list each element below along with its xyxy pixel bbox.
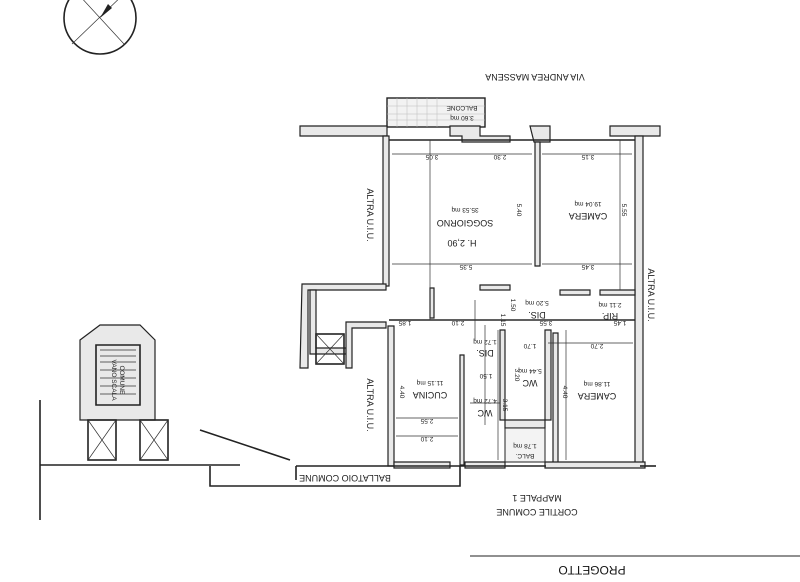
dimension-lines (392, 140, 633, 460)
svg-text:1.72 mq: 1.72 mq (473, 338, 497, 345)
balcone (386, 97, 486, 128)
svg-text:4.72 mq: 4.72 mq (473, 397, 497, 404)
dim: 1.85 (398, 319, 411, 326)
other-unit-label-left: ALTRA U.I.U. (365, 188, 375, 241)
svg-text:BALCONE: BALCONE (446, 104, 478, 111)
dim: 5.35 (459, 263, 472, 270)
dim: 4.40 (398, 386, 405, 399)
svg-text:1.78 mq: 1.78 mq (513, 442, 537, 449)
svg-text:H. 2,90: H. 2,90 (447, 238, 476, 248)
room-rip: RIP. 2.11 mq (598, 301, 621, 321)
svg-text:WC: WC (522, 378, 537, 388)
dim: 2.10 (451, 319, 464, 326)
dim: 3.55 (539, 319, 552, 326)
stairwell-label-2: COMUNE (118, 366, 125, 396)
ballatoio-label: BALLATOIO COMUNE (299, 473, 391, 483)
dim: 5.40 (515, 204, 522, 217)
svg-text:CUCINA: CUCINA (413, 390, 448, 400)
svg-text:CAMERA: CAMERA (578, 391, 617, 401)
svg-text:WC: WC (477, 408, 492, 418)
street-label: VIA ANDREA MASSENA (485, 72, 585, 82)
dim: 3.45 (581, 263, 594, 270)
room-camera-2: CAMERA 11.86 mq (578, 380, 617, 401)
dim: 3.15 (581, 153, 594, 160)
room-cucina: CUCINA 11.15 mq (413, 379, 448, 400)
svg-text:3.60 mq: 3.60 mq (450, 114, 474, 121)
walls (296, 125, 661, 469)
svg-text:RIP.: RIP. (602, 311, 618, 321)
svg-text:SOGGIORNO: SOGGIORNO (437, 218, 494, 228)
room-wc-1: WC 4.72 mq (473, 397, 497, 418)
svg-text:2.11 mq: 2.11 mq (598, 301, 621, 308)
svg-text:11.86 mq: 11.86 mq (583, 380, 610, 387)
room-dis-1: DIS. 5.20 mq (525, 299, 549, 320)
room-camera-1: CAMERA 19.04 mq (569, 200, 608, 221)
dim: 1.50 (509, 299, 516, 312)
room-balcone: BALCONE 3.60 mq (446, 104, 478, 121)
other-unit-label-right: ALTRA U.I.U. (646, 268, 656, 321)
title-label: PROGETTO (558, 563, 625, 577)
dim: 3.20 (513, 369, 520, 382)
cortile-label: CORTILE COMUNE (496, 507, 577, 517)
mappale-label: MAPPALE 1 (512, 493, 561, 503)
ballatoio-outline (209, 466, 461, 487)
dim: 1.45 (613, 319, 626, 326)
other-unit-label-mid: ALTRA U.I.U. (365, 378, 375, 431)
svg-text:19.04 mq: 19.04 mq (574, 200, 601, 207)
dim: 1.50 (479, 372, 492, 379)
dim: 2.30 (493, 153, 506, 160)
svg-text:CAMERA: CAMERA (569, 211, 608, 221)
dim: 2.70 (590, 342, 603, 349)
dim: 1.70 (523, 342, 536, 349)
room-soggiorno: SOGGIORNO 35.53 mq H. 2,90 (437, 206, 494, 248)
svg-text:BALC.: BALC. (515, 452, 534, 459)
svg-text:5.44 mq: 5.44 mq (518, 367, 542, 374)
elevator-icon (315, 333, 345, 365)
dim: 5.55 (620, 204, 627, 217)
svg-text:5.20 mq: 5.20 mq (525, 299, 549, 306)
north-arrow-icon (63, 0, 137, 55)
dim: 2.55 (420, 417, 433, 424)
room-balc: BALC. 1.78 mq (513, 442, 537, 459)
room-dis-2: DIS. 1.72 mq (473, 338, 497, 358)
svg-text:DIS.: DIS. (528, 310, 546, 320)
stairwell: VANO SCALA COMUNE (39, 324, 291, 520)
dim: 2.10 (420, 435, 433, 442)
dim: 3.15 (501, 399, 508, 412)
svg-text:DIS.: DIS. (476, 348, 494, 358)
svg-text:35.53 mq: 35.53 mq (451, 206, 478, 213)
dim: 4.40 (561, 386, 568, 399)
svg-text:11.15 mq: 11.15 mq (416, 379, 443, 386)
room-wc-2: WC 5.44 mq (518, 367, 542, 388)
stairwell-label-1: VANO SCALA (110, 359, 117, 401)
dim: 3.05 (425, 153, 438, 160)
dim: 1.15 (499, 314, 506, 327)
